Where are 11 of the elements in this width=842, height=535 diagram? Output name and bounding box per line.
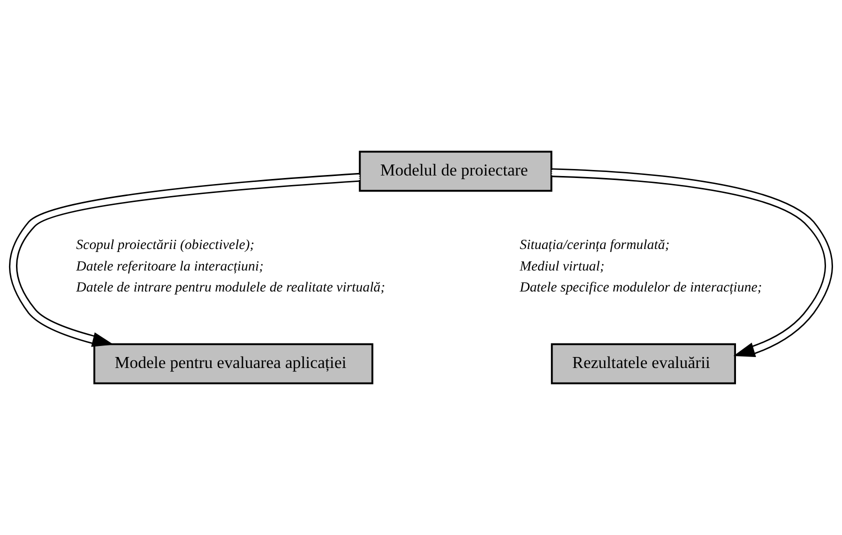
arrow — [9, 172, 360, 347]
label: Datele referitoare la interacțiuni; — [76, 259, 264, 274]
label: Datele de intrare pentru modulele de realitate virtuală; — [76, 280, 386, 296]
node-box: Modelul de proiectare — [358, 150, 552, 192]
node-box: Modele pentru evaluarea aplicației — [93, 343, 374, 384]
label: Situația/cerința formulată; — [520, 238, 670, 253]
label: Scopul proiectării (obiectivele); — [76, 238, 254, 253]
node-box: Rezultatele evaluării — [550, 343, 736, 384]
arrow — [552, 168, 833, 358]
label: Datele specifice modulelor de interacțiune; — [520, 280, 762, 296]
label: Mediul virtual; — [520, 259, 605, 274]
